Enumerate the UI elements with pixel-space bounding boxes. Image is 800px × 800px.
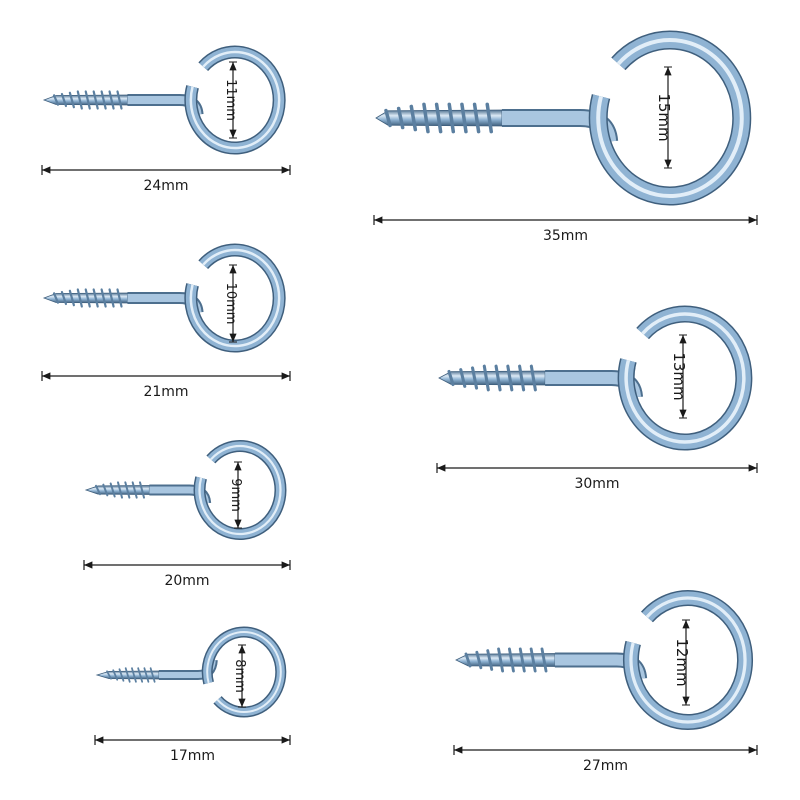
thread-ridge	[470, 366, 479, 390]
thread-ridge	[60, 92, 68, 108]
eye-diameter-label: 13mm	[670, 352, 688, 400]
thread-ridge	[131, 667, 137, 683]
screw-eye-hook-27mm: 12mm 27mm	[453, 590, 758, 774]
thread-ridge	[518, 647, 526, 673]
screw-eye-hook-20mm: 9mm 20mm	[83, 440, 291, 589]
thread-ridge	[384, 108, 392, 128]
thread-ridge	[68, 91, 75, 109]
thread-ridge	[92, 288, 99, 308]
thread-ridge	[506, 364, 514, 392]
thread-ridge	[76, 90, 83, 110]
length-label: 24mm	[143, 178, 188, 194]
thread-ridge	[76, 288, 83, 308]
thread-ridge	[472, 102, 481, 134]
thread-ridge	[95, 484, 101, 496]
thread-ridge	[52, 94, 60, 106]
screw-eye-hook-30mm: 13mm 30mm	[436, 305, 758, 492]
screw-eye-hook-35mm: 15mm 35mm	[373, 30, 758, 244]
thread-ridge	[84, 90, 91, 110]
eye-ring-highlight	[624, 312, 746, 444]
thread-ridge	[447, 369, 455, 387]
thread-ridge	[109, 482, 116, 498]
thread-ridge	[143, 667, 150, 683]
thread-ridge	[124, 667, 131, 683]
thread-ridge	[422, 102, 430, 134]
eye-diameter-label: 10mm	[223, 283, 238, 325]
eye-ring-highlight	[206, 631, 282, 713]
thread-ridge	[106, 670, 112, 680]
thread-ridge	[529, 364, 537, 392]
thread-ridge	[494, 364, 502, 392]
thread-ridge	[102, 483, 109, 497]
eye-diameter-label: 9mm	[228, 478, 243, 512]
thread-ridge	[116, 288, 123, 308]
thread-ridge	[137, 667, 144, 683]
thread-ridge	[409, 104, 418, 132]
thread-ridge	[540, 647, 548, 673]
eye-ring-highlight	[189, 248, 281, 348]
thread-ridge	[529, 647, 537, 673]
thread-ridge	[475, 650, 483, 670]
eye-ring-highlight	[629, 596, 747, 724]
eye-ring-highlight	[189, 50, 281, 150]
thread-ridge	[139, 481, 146, 499]
thread-ridge	[485, 102, 494, 134]
thread-ridge	[112, 669, 119, 681]
thread-ridge	[60, 290, 68, 306]
screw-thread-icon	[438, 370, 546, 386]
thread-ridge	[459, 368, 467, 388]
length-label: 20mm	[164, 573, 209, 589]
thread-ridge	[68, 289, 75, 307]
screw-eye-hook-24mm: 11mm 24mm	[41, 45, 291, 194]
length-label: 17mm	[170, 748, 215, 764]
screw-eye-hook-21mm: 10mm 21mm	[41, 243, 291, 400]
eye-ring-highlight	[596, 38, 744, 198]
screw-eye-hook-17mm: 8mm 17mm	[94, 626, 291, 764]
eye-diameter-label: 8mm	[232, 659, 247, 693]
thread-ridge	[118, 668, 125, 682]
eye-ring-highlight	[198, 444, 282, 536]
length-label: 30mm	[574, 476, 619, 492]
eye-diameter-label: 11mm	[223, 79, 238, 121]
thread-ridge	[108, 90, 115, 110]
thread-ridge	[482, 364, 490, 392]
thread-ridge	[100, 288, 107, 308]
thread-ridge	[518, 364, 526, 392]
thread-ridge	[447, 102, 456, 134]
thread-ridge	[108, 288, 115, 308]
thread-ridge	[124, 481, 131, 499]
thread-ridge	[460, 102, 468, 134]
length-label: 35mm	[543, 228, 588, 244]
thread-ridge	[92, 90, 99, 110]
thread-ridge	[131, 481, 138, 499]
thread-ridge	[149, 667, 156, 683]
thread-ridge	[434, 102, 443, 134]
thread-ridge	[100, 90, 107, 110]
length-label: 21mm	[143, 384, 188, 400]
eye-diameter-label: 12mm	[673, 638, 691, 686]
length-label: 27mm	[583, 758, 628, 774]
thread-ridge	[116, 90, 123, 110]
thread-ridge	[497, 647, 505, 673]
thread-ridge	[52, 292, 60, 304]
thread-ridge	[396, 106, 405, 130]
thread-ridge	[508, 647, 515, 673]
thread-ridge	[117, 481, 123, 499]
thread-ridge	[84, 288, 91, 308]
thread-ridge	[464, 652, 472, 668]
thread-ridge	[486, 649, 494, 671]
eye-diameter-label: 15mm	[655, 93, 673, 141]
